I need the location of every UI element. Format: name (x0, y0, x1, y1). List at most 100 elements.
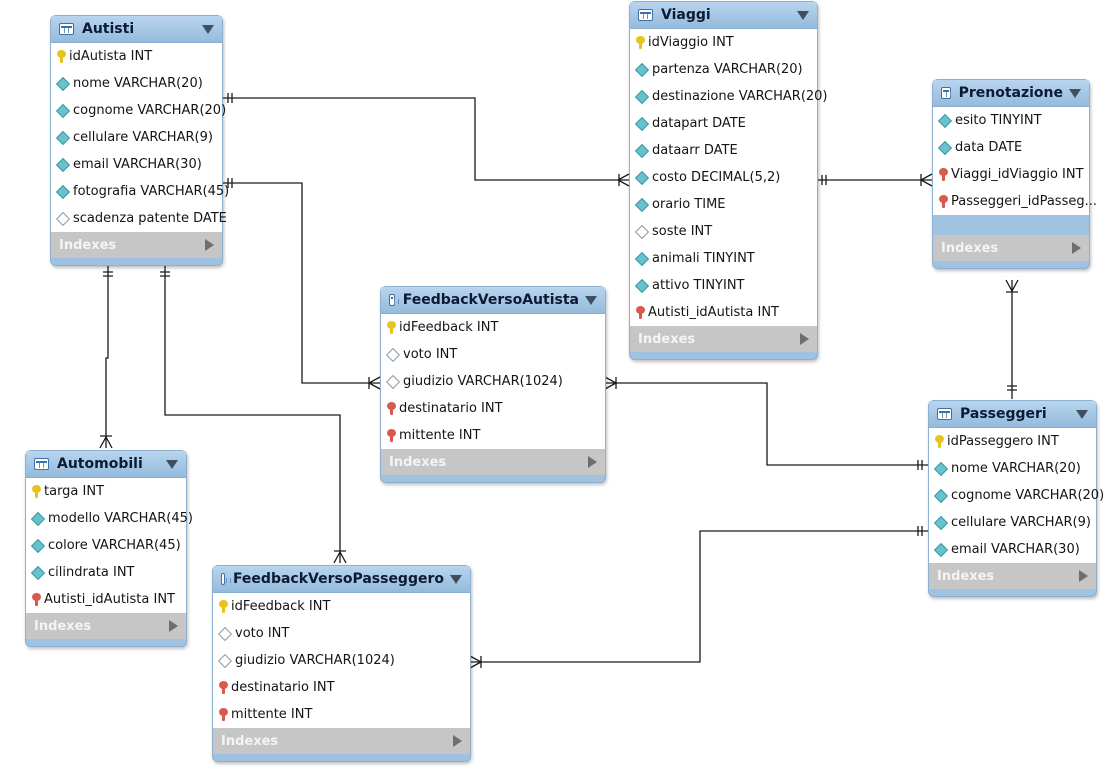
column-label: destinatario INT (231, 680, 335, 695)
collapse-arrow-icon[interactable] (166, 459, 178, 469)
foreign-key-icon (636, 305, 645, 320)
column-label: esito TINYINT (955, 113, 1042, 128)
table-header[interactable]: FeedbackVersoAutista (381, 287, 605, 314)
column-label: idPasseggero INT (947, 434, 1059, 449)
not-null-column-icon (937, 140, 953, 155)
column-row[interactable]: targa INT (26, 478, 186, 505)
column-row[interactable]: idFeedback INT (381, 314, 605, 341)
not-null-column-icon (634, 143, 650, 158)
column-label: colore VARCHAR(45) (48, 538, 181, 553)
column-row[interactable]: dataarr DATE (630, 137, 817, 164)
column-label: giudizio VARCHAR(1024) (403, 374, 563, 389)
column-row[interactable]: animali TINYINT (630, 245, 817, 272)
column-row[interactable]: destinatario INT (213, 674, 470, 701)
table-prenotazione[interactable]: Prenotazione esito TINYINT data DATE Viagg… (932, 79, 1097, 269)
column-row[interactable]: fotografia VARCHAR(45) (51, 178, 229, 205)
column-row[interactable]: partenza VARCHAR(20) (630, 56, 817, 83)
table-autisti[interactable]: Autisti idAutista INT nome VARCHAR(20) cog… (50, 15, 229, 266)
table-header[interactable]: FeedbackVersoPasseggero (213, 566, 470, 593)
column-row[interactable]: idViaggio INT (630, 29, 817, 56)
column-row[interactable]: giudizio VARCHAR(1024) (213, 647, 470, 674)
column-row[interactable]: voto INT (381, 341, 605, 368)
collapse-arrow-icon[interactable] (585, 295, 597, 305)
relationship-passeggeri-prenotazione[interactable] (1005, 279, 1019, 399)
column-row[interactable]: giudizio VARCHAR(1024) (381, 368, 605, 395)
column-row[interactable]: mittente INT (381, 422, 605, 449)
column-row[interactable]: voto INT (213, 620, 470, 647)
column-row[interactable]: idPasseggero INT (929, 428, 1096, 455)
expand-arrow-icon[interactable] (1079, 570, 1088, 582)
table-header[interactable]: Automobili (26, 451, 186, 478)
indexes-label: Indexes (941, 240, 999, 256)
relationship-viaggi-prenotazione[interactable] (817, 173, 933, 187)
column-row[interactable]: orario TIME (630, 191, 817, 218)
collapse-arrow-icon[interactable] (1069, 88, 1081, 98)
relationship-autisti-feedbackversoautista[interactable] (222, 178, 381, 390)
indexes-section[interactable]: Indexes (51, 232, 222, 258)
indexes-section[interactable]: Indexes (630, 326, 817, 352)
column-row[interactable]: cognome VARCHAR(20) (51, 97, 226, 124)
column-row[interactable]: soste INT (630, 218, 817, 245)
table-header[interactable]: Passeggeri (929, 401, 1096, 428)
column-row[interactable]: cellulare VARCHAR(9) (51, 124, 222, 151)
relationship-autisti-automobili[interactable] (99, 266, 113, 449)
column-row[interactable]: idFeedback INT (213, 593, 470, 620)
collapse-arrow-icon[interactable] (1076, 409, 1088, 419)
indexes-section[interactable]: Indexes (933, 235, 1089, 261)
table-header[interactable]: Autisti (51, 16, 222, 43)
relationship-autisti-feedbackversopasseggero[interactable] (160, 266, 347, 564)
indexes-label: Indexes (34, 618, 92, 634)
column-row[interactable]: scadenza patente DATE (51, 205, 227, 232)
table-header[interactable]: Viaggi (630, 2, 817, 29)
indexes-section[interactable]: Indexes (381, 449, 605, 475)
relationship-passeggeri-feedbackversopasseggero[interactable] (469, 526, 928, 669)
collapse-arrow-icon[interactable] (450, 574, 462, 584)
relationship-passeggeri-feedbackversoautista[interactable] (604, 376, 928, 470)
column-row[interactable]: cilindrata INT (26, 559, 186, 586)
column-row[interactable]: modello VARCHAR(45) (26, 505, 193, 532)
expand-arrow-icon[interactable] (205, 239, 214, 251)
column-row[interactable]: esito TINYINT (933, 107, 1089, 134)
column-row[interactable]: Autisti_idAutista INT (26, 586, 186, 613)
expand-arrow-icon[interactable] (1072, 242, 1081, 254)
column-row[interactable]: Autisti_idAutista INT (630, 299, 817, 326)
expand-arrow-icon[interactable] (800, 333, 809, 345)
column-row[interactable]: destinazione VARCHAR(20) (630, 83, 828, 110)
column-row[interactable]: colore VARCHAR(45) (26, 532, 186, 559)
column-row[interactable]: cognome VARCHAR(20) (929, 482, 1104, 509)
table-header[interactable]: Prenotazione (933, 80, 1089, 107)
indexes-section[interactable]: Indexes (213, 728, 470, 754)
column-row[interactable]: attivo TINYINT (630, 272, 817, 299)
column-label: cognome VARCHAR(20) (951, 488, 1105, 503)
column-row[interactable]: nome VARCHAR(20) (929, 455, 1096, 482)
column-row[interactable]: data DATE (933, 134, 1089, 161)
collapse-arrow-icon[interactable] (797, 10, 809, 20)
column-row[interactable]: idAutista INT (51, 43, 222, 70)
expand-arrow-icon[interactable] (588, 456, 597, 468)
column-row[interactable]: cellulare VARCHAR(9) (929, 509, 1096, 536)
column-row[interactable]: nome VARCHAR(20) (51, 70, 222, 97)
table-passeggeri[interactable]: Passeggeri idPasseggero INT nome VARCHAR(… (928, 400, 1104, 597)
column-row[interactable]: email VARCHAR(30) (51, 151, 222, 178)
column-row[interactable]: Passeggeri_idPasseg... (933, 188, 1097, 215)
expand-arrow-icon[interactable] (169, 620, 178, 632)
column-row[interactable]: destinatario INT (381, 395, 605, 422)
column-label: Viaggi_idViaggio INT (951, 167, 1084, 182)
column-label: nome VARCHAR(20) (73, 76, 203, 91)
column-row[interactable]: email VARCHAR(30) (929, 536, 1096, 563)
indexes-label: Indexes (221, 733, 279, 749)
column-row[interactable]: mittente INT (213, 701, 470, 728)
indexes-section[interactable]: Indexes (26, 613, 186, 639)
column-row[interactable]: Viaggi_idViaggio INT (933, 161, 1089, 188)
expand-arrow-icon[interactable] (453, 735, 462, 747)
collapse-arrow-icon[interactable] (202, 24, 214, 34)
relationship-autisti-viaggi[interactable] (222, 93, 630, 187)
indexes-section[interactable]: Indexes (929, 563, 1096, 589)
table-title: Prenotazione (958, 85, 1063, 101)
column-row[interactable]: costo DECIMAL(5,2) (630, 164, 817, 191)
column-row[interactable]: datapart DATE (630, 110, 817, 137)
